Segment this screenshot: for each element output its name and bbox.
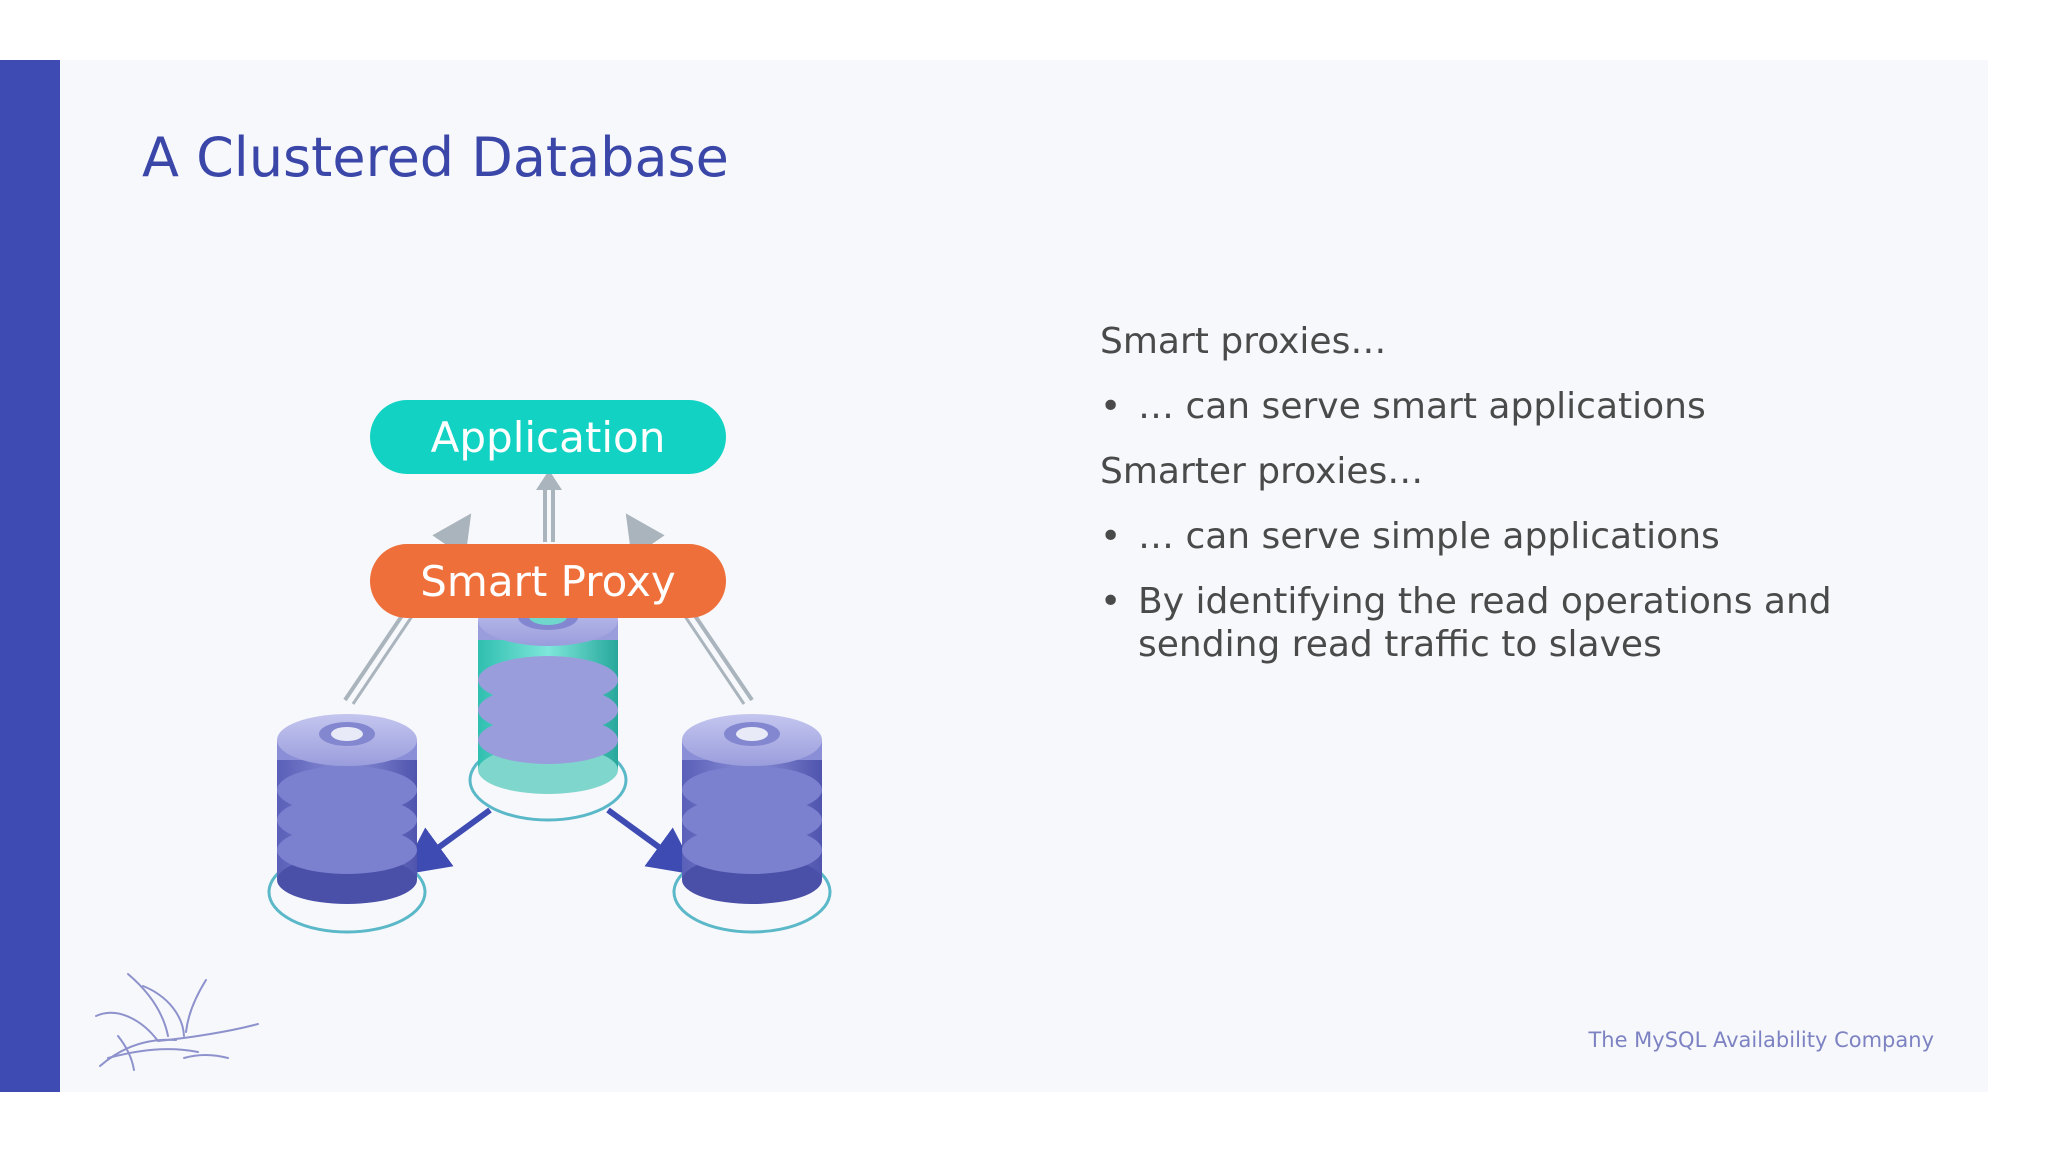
slide-title: A Clustered Database [142,126,729,189]
bullet-item: • … can serve simple applications [1100,515,1920,558]
diagram-graphics [267,470,832,934]
logo-bird-icon [95,973,259,1071]
bullet-dot: • [1100,581,1122,622]
accent-bar [0,60,60,1092]
footer-tagline: The MySQL Availability Company [1588,1028,1934,1052]
application-node: Application [370,400,726,474]
smart-proxy-node: Smart Proxy [370,544,726,618]
bullet-item: • By identifying the read operations and… [1100,580,1920,666]
bullet-dot: • [1100,386,1122,427]
bullet-dot: • [1100,516,1122,557]
bullet-item: • … can serve smart applications [1100,385,1920,428]
database-master-icon [468,594,628,822]
heading-smarter-proxies: Smarter proxies… [1100,451,1424,492]
content-text: Smart proxies… • … can serve smart appli… [1100,320,1920,688]
bullet-text: … can serve simple applications [1138,516,1720,557]
cluster-diagram: Application Smart Proxy [240,220,880,960]
bullet-text: By identifying the read operations and s… [1138,581,1832,665]
database-slave-right-icon [672,714,832,934]
arrow-master-to-left-slave [400,807,492,876]
heading-smart-proxies: Smart proxies… [1100,321,1387,362]
slide: A Clustered Database [0,60,1988,1092]
bullet-text: … can serve smart applications [1138,386,1706,427]
arrow-master-to-right-slave [606,807,698,876]
arrow-proxy-to-application [536,470,562,542]
database-slave-left-icon [267,714,427,934]
